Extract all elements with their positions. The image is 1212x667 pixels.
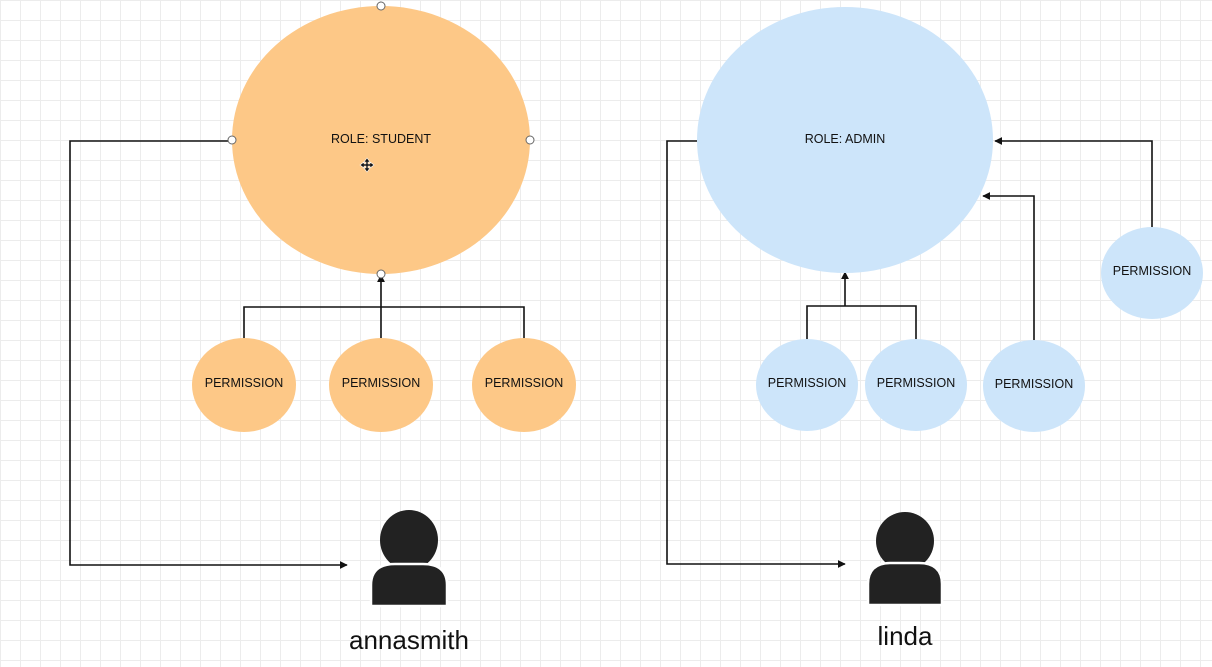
connector-admin-permissions-bus[interactable] <box>806 305 917 340</box>
permission-label: PERMISSION <box>485 376 564 390</box>
resize-handle-bottom[interactable] <box>376 269 386 279</box>
role-student-label: ROLE: STUDENT <box>331 132 431 146</box>
resize-handle-left[interactable] <box>227 135 237 145</box>
selection-handles[interactable] <box>227 1 535 279</box>
user-annasmith[interactable]: annasmith <box>349 510 469 655</box>
student-permission-3[interactable]: PERMISSION <box>472 338 576 432</box>
move-cursor-icon <box>359 157 375 173</box>
connector-student-permissions-bus[interactable] <box>243 306 525 340</box>
student-connectors <box>69 140 525 569</box>
admin-permission-4[interactable]: PERMISSION <box>1101 227 1203 319</box>
resize-handle-right[interactable] <box>525 135 535 145</box>
user-icon <box>369 510 449 608</box>
connector-admin-to-linda[interactable] <box>666 140 846 568</box>
user-linda[interactable]: linda <box>866 512 944 651</box>
permission-label: PERMISSION <box>205 376 284 390</box>
permission-label: PERMISSION <box>768 376 847 390</box>
admin-permission-1[interactable]: PERMISSION <box>756 339 858 431</box>
user-icon <box>866 512 944 607</box>
student-permission-1[interactable]: PERMISSION <box>192 338 296 432</box>
admin-permission-3[interactable]: PERMISSION <box>983 340 1085 432</box>
role-admin[interactable]: ROLE: ADMIN <box>697 7 993 273</box>
permission-label: PERMISSION <box>342 376 421 390</box>
connector-admin-permission-3[interactable] <box>982 192 1035 341</box>
resize-handle-top[interactable] <box>376 1 386 11</box>
user-name-label: annasmith <box>349 625 469 655</box>
permission-label: PERMISSION <box>877 376 956 390</box>
connector-student-to-annasmith[interactable] <box>69 140 348 569</box>
role-student-shape[interactable] <box>232 6 530 274</box>
connector-admin-permission-4[interactable] <box>994 137 1153 228</box>
admin-permission-2[interactable]: PERMISSION <box>865 339 967 431</box>
role-student[interactable]: ROLE: STUDENT <box>232 6 530 274</box>
user-name-label: linda <box>878 621 933 651</box>
admin-connectors <box>666 137 1153 568</box>
student-permission-2[interactable]: PERMISSION <box>329 338 433 432</box>
role-admin-shape[interactable] <box>697 7 993 273</box>
permission-label: PERMISSION <box>995 377 1074 391</box>
permission-label: PERMISSION <box>1113 264 1192 278</box>
role-admin-label: ROLE: ADMIN <box>805 132 886 146</box>
